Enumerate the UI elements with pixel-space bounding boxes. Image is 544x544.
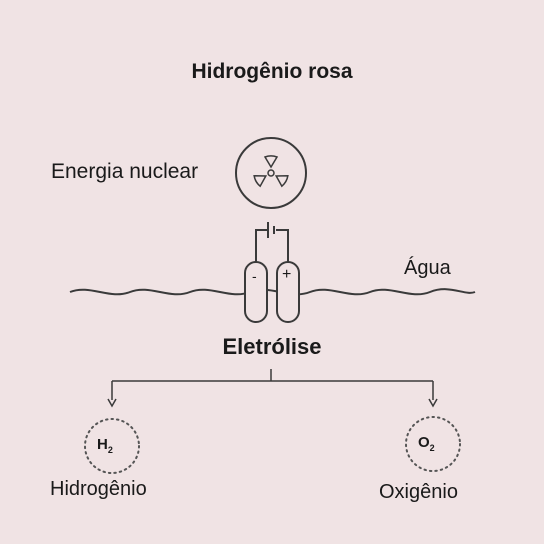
energy-source-label: Energia nuclear (51, 160, 199, 183)
water-label: Água (404, 257, 451, 279)
diagram-title: Hidrogênio rosa (191, 60, 353, 83)
negative-sign: - (252, 268, 257, 284)
arrowhead-right (428, 398, 438, 408)
oxygen-label: Oxigênio (379, 481, 458, 503)
positive-sign: + (282, 266, 292, 283)
radiation-icon (235, 137, 307, 209)
process-label: Eletrólise (222, 334, 322, 359)
hydrogen-label: Hidrogênio (50, 478, 147, 500)
electrolysis-cell (244, 222, 300, 323)
hydrogen-molecule-circle (84, 418, 140, 474)
hydrogen-formula: H2 (97, 436, 113, 455)
branch-connector (111, 369, 434, 400)
water-line (69, 288, 476, 296)
oxygen-molecule-circle (405, 416, 461, 472)
arrowhead-left (107, 398, 117, 408)
oxygen-formula: O2 (418, 434, 435, 453)
